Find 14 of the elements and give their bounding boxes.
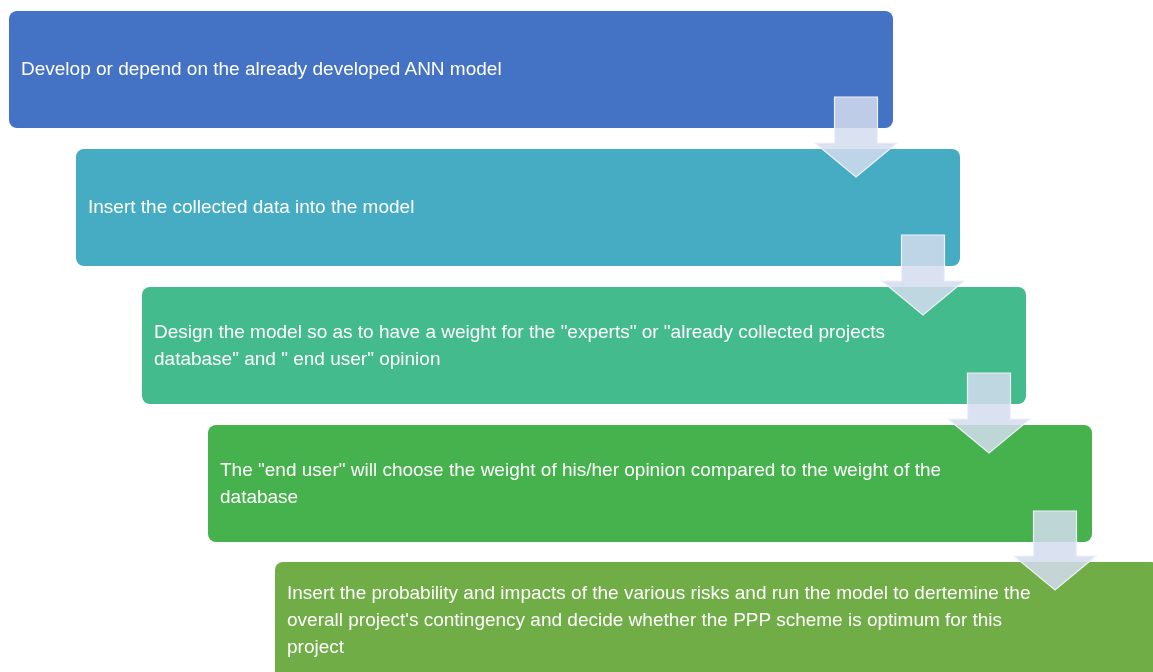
down-arrow [813, 96, 899, 178]
down-arrow [880, 234, 966, 316]
step-text: Insert the probability and impacts of the various risks and run the model to dertemine the overall project's contingency and decide whether the PPP scheme is optimum for this project [287, 581, 1032, 659]
step-text: The "end user" will choose the weight of his/her opinion compared to the weight of the database [220, 457, 943, 509]
step-text: Develop or depend on the already developed ANN model [21, 57, 502, 81]
step-text: Design the model so as to have a weight for the "experts" or "already collected projects database" and " end user" opinion [154, 319, 886, 371]
process-box [275, 562, 1153, 672]
process-box [9, 11, 893, 128]
down-arrow [1012, 510, 1098, 591]
process-box [208, 425, 1092, 542]
process-box [76, 149, 960, 266]
process-box [142, 287, 1026, 404]
step-text: Insert the collected data into the model [88, 195, 415, 219]
down-arrow [946, 372, 1032, 454]
